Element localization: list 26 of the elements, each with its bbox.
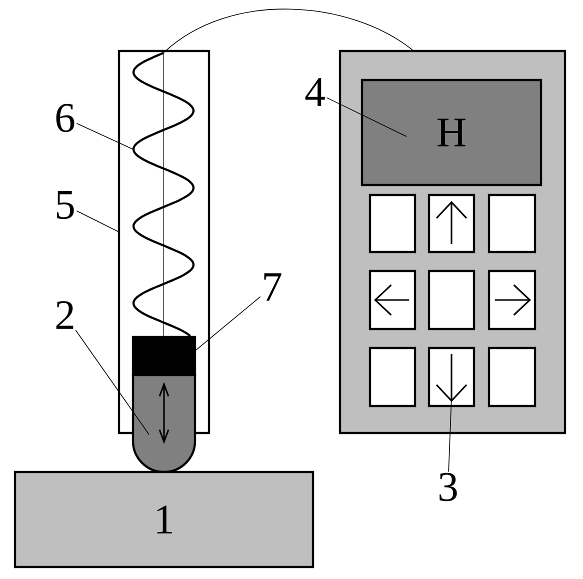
leader-line	[75, 330, 150, 435]
leader-line	[76, 210, 120, 232]
spring-drawing	[132, 52, 195, 337]
callout-number: 6	[56, 104, 74, 132]
probe	[132, 374, 196, 474]
cap	[132, 336, 196, 376]
key	[368, 346, 416, 408]
arrow-key	[428, 194, 476, 254]
arrow-key	[428, 346, 476, 408]
arrow-key	[488, 270, 536, 330]
leader-line	[196, 296, 261, 350]
display-screen: H	[360, 78, 542, 186]
cable	[163, 8, 413, 54]
key	[368, 194, 416, 254]
base-block: 1	[14, 470, 314, 568]
leader-line	[76, 122, 134, 150]
callout-number: 7	[264, 273, 282, 301]
arrow-key	[368, 270, 416, 330]
callout-number: 5	[56, 191, 74, 219]
key	[488, 194, 536, 254]
callout-number: 3	[440, 472, 457, 502]
leader-line	[448, 396, 452, 472]
callout-number: 4	[305, 78, 325, 106]
key	[428, 270, 476, 330]
key	[488, 346, 536, 408]
callout-number: 2	[56, 301, 74, 329]
